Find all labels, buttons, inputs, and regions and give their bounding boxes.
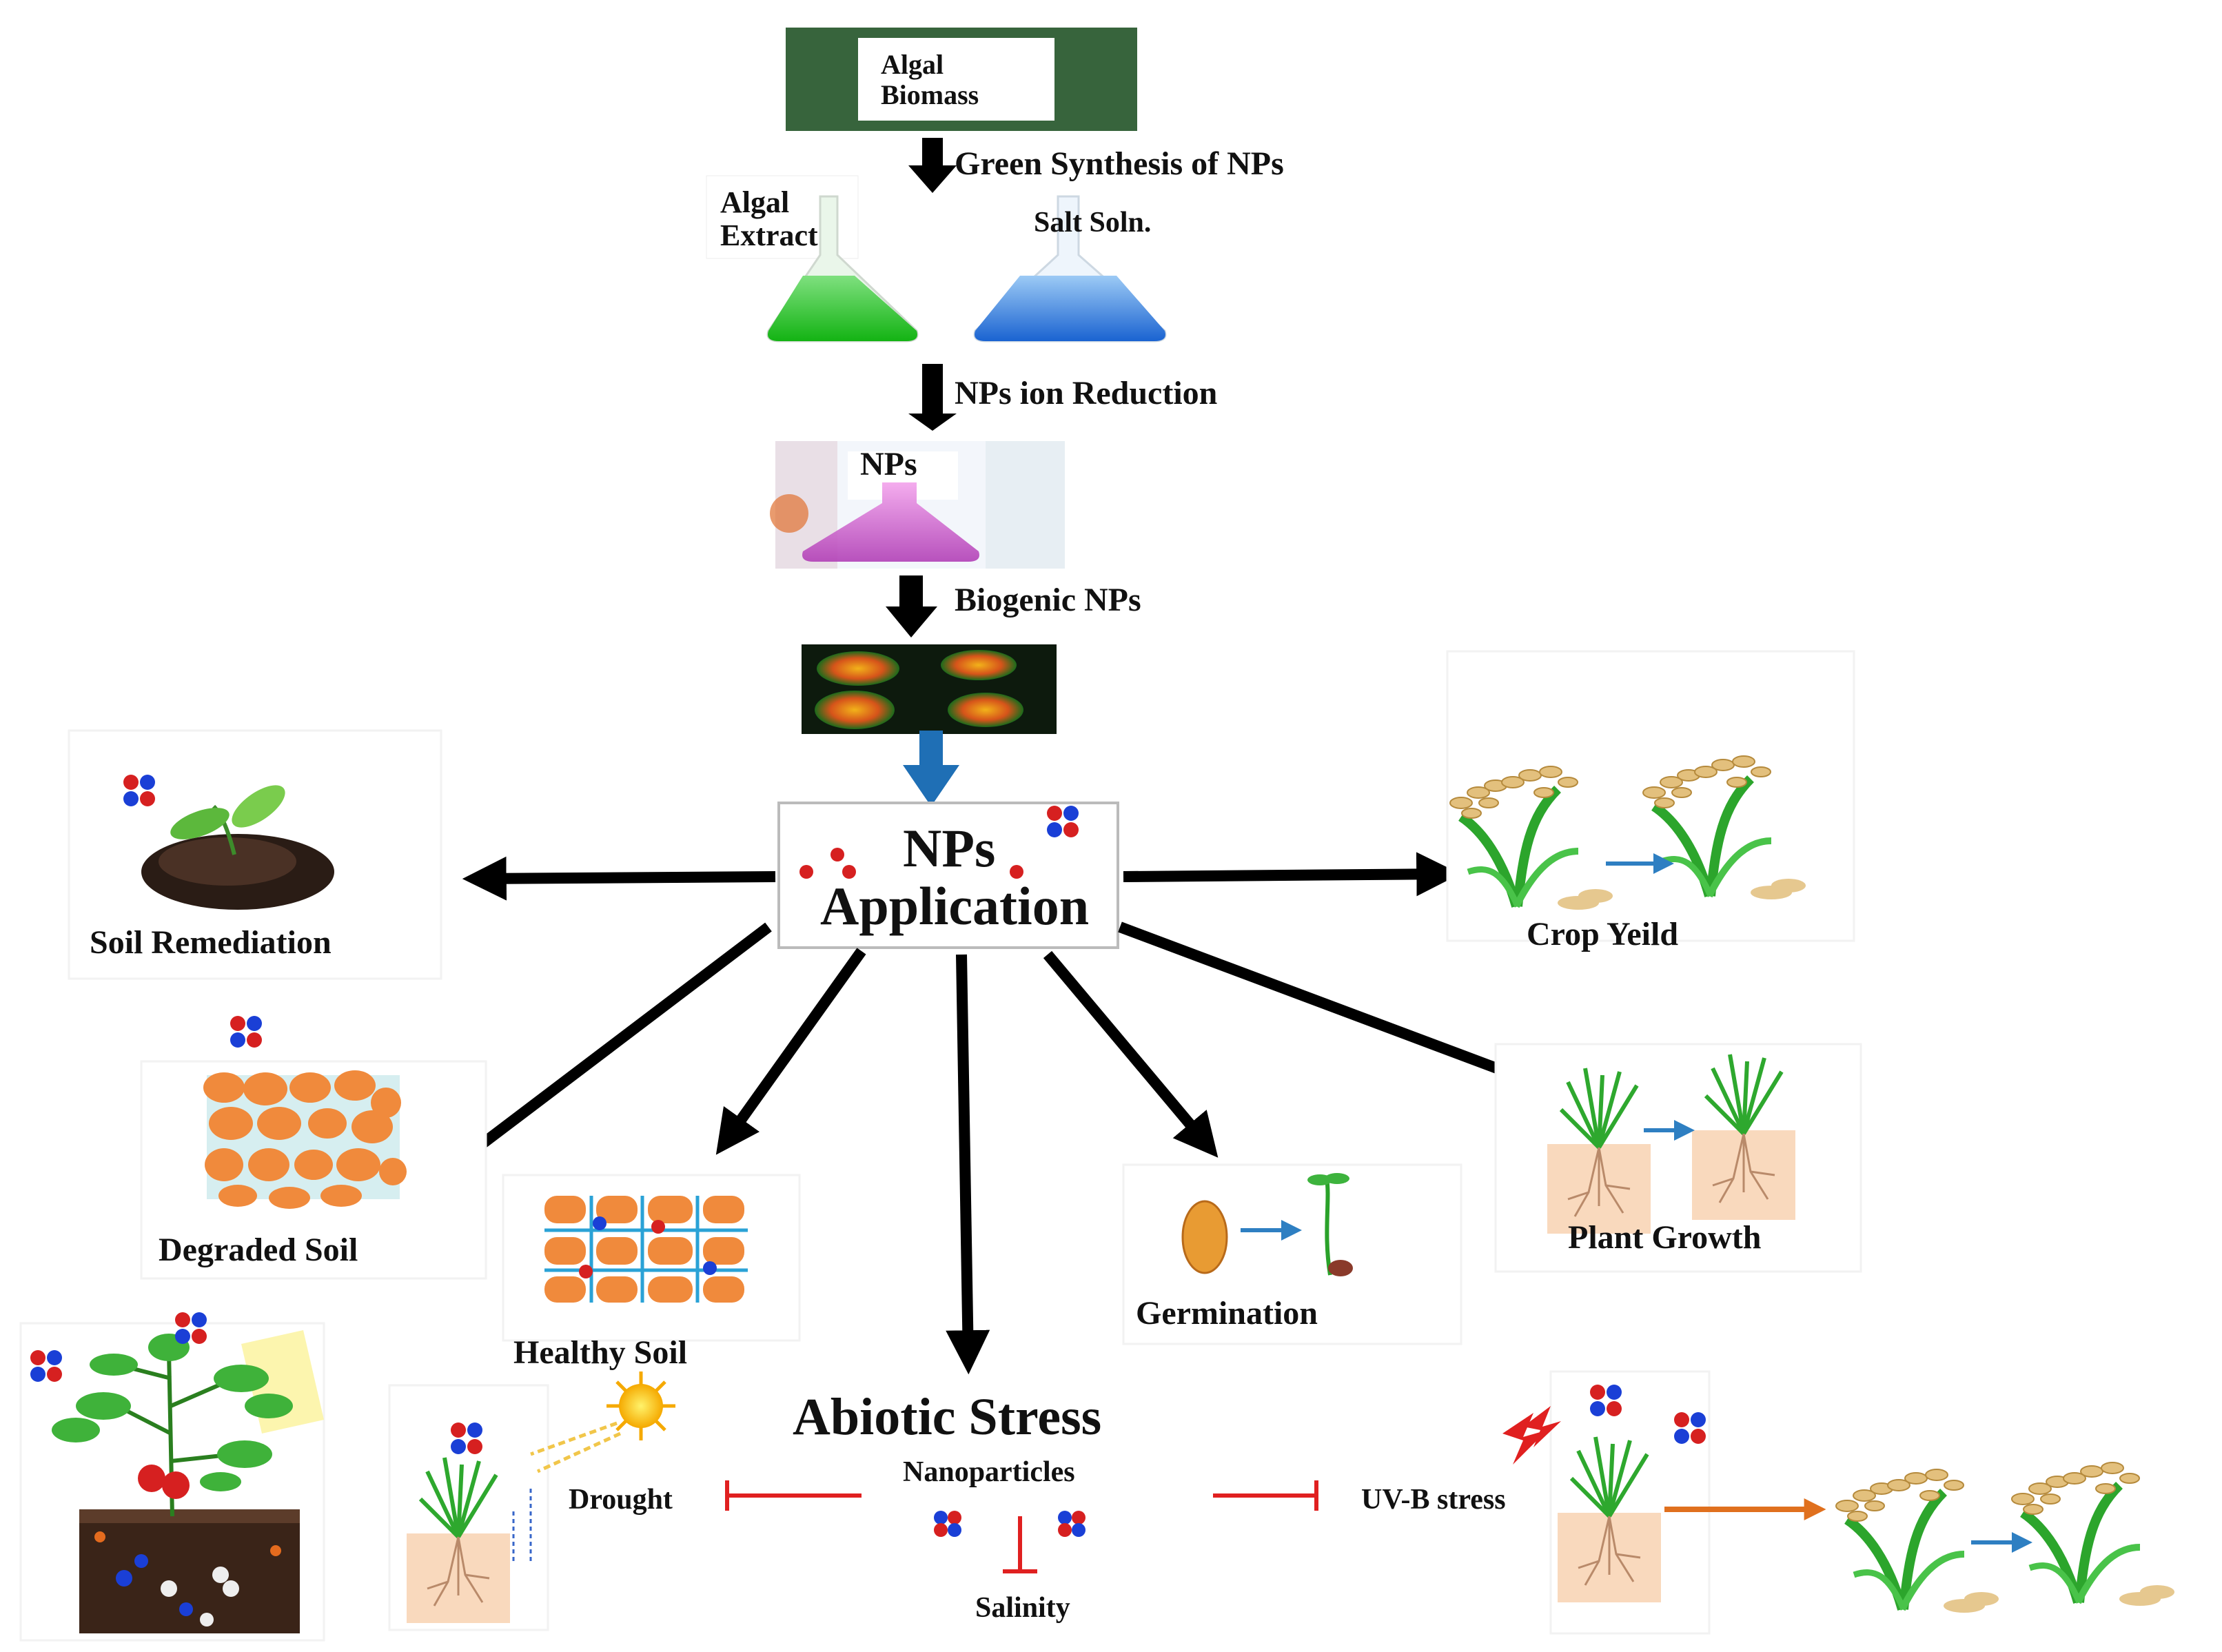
nps-label: NPs <box>860 446 917 482</box>
application-line1: NPs <box>903 818 996 878</box>
germination-label: Germination <box>1136 1295 1318 1332</box>
plant-growth-label: Plant Growth <box>1568 1219 1762 1256</box>
inhibition-lines <box>725 1480 1318 1573</box>
degraded-soil-illustration <box>140 1016 487 1280</box>
salt-solution-flask-icon <box>965 195 1210 343</box>
drought-plant-illustration <box>388 1384 549 1631</box>
uvb-plant-illustration <box>1502 1370 1711 1635</box>
salinity-label: Salinity <box>975 1592 1070 1624</box>
ion-reduction-label: NPs ion Reduction <box>955 375 1218 411</box>
degraded-soil-label: Degraded Soil <box>159 1232 358 1268</box>
soil-remediation-illustration <box>68 729 442 980</box>
nps-flask-icon <box>770 441 1065 569</box>
plant-growth-illustration <box>1494 1043 1862 1273</box>
blue-arrow-down <box>903 731 959 806</box>
algal-extract-label: Algal Extract <box>720 185 818 253</box>
algal-biomass-image <box>786 28 1137 131</box>
drought-label: Drought <box>569 1484 673 1516</box>
molecule-icon <box>1058 1511 1085 1537</box>
application-line2: Application <box>820 876 1090 936</box>
uvb-stress-label: UV-B stress <box>1361 1484 1506 1516</box>
arrow-green-synthesis <box>908 138 957 193</box>
sun-icon <box>530 1371 675 1473</box>
algal-biomass-label: Algal Biomass <box>881 49 979 110</box>
algal-extract-flask-icon <box>706 175 919 343</box>
germination-illustration <box>1122 1163 1462 1345</box>
abiotic-stress-title: Abiotic Stress <box>793 1388 1102 1446</box>
molecule-icon <box>934 1511 961 1537</box>
arrow-biogenic <box>886 575 937 638</box>
soil-remediation-label: Soil Remediation <box>90 924 332 961</box>
crop-yield-illustration <box>1447 650 1855 942</box>
uvb-crop-yield-illustration <box>1836 1462 2174 1613</box>
nanoparticle-micrograph <box>802 644 1057 734</box>
tomato-plant-illustration <box>19 1312 325 1642</box>
biogenic-nps-label: Biogenic NPs <box>955 582 1141 618</box>
arrow-ion-reduction <box>908 364 957 431</box>
healthy-soil-label: Healthy Soil <box>513 1334 688 1371</box>
salt-solution-label: Salt Soln. <box>1034 207 1152 238</box>
green-synthesis-label: Green Synthesis of NPs <box>955 145 1284 182</box>
application-arrows <box>430 852 1546 1375</box>
nanoparticles-label: Nanoparticles <box>903 1456 1075 1488</box>
crop-yield-label: Crop Yeild <box>1527 916 1679 952</box>
healthy-soil-illustration <box>502 1174 801 1342</box>
